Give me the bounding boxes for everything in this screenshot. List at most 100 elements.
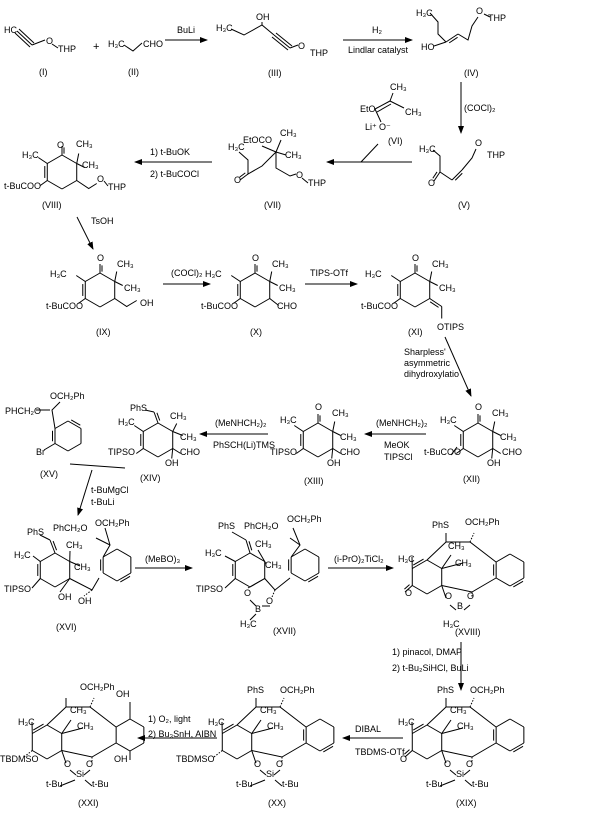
atom-label: CH₃ [432, 259, 449, 269]
atom-label: t-BuCOO [361, 301, 398, 311]
bond [31, 578, 41, 589]
bond [454, 172, 463, 181]
bond [249, 613, 257, 621]
atom-label: OH [140, 298, 154, 308]
bond [332, 448, 341, 454]
bond [236, 706, 307, 728]
reagent-tips-otf: TIPS-OTf [310, 268, 348, 278]
compound-label-i: (I) [39, 67, 48, 77]
atom-label: H₃C [365, 269, 382, 279]
atom-label: O [475, 138, 482, 148]
atom-label: CH₃ [390, 82, 407, 92]
bond [257, 549, 266, 562]
bond [404, 585, 413, 593]
atom-label: OCH₂Ph [465, 517, 500, 527]
reagent-sharpless-3: dihydroxylatio [404, 369, 459, 379]
bond [54, 420, 69, 429]
atom-label: t-BuCOO [4, 181, 41, 191]
bond [461, 148, 477, 171]
reagent-ipro-ticl2: (i-PrO)₂TiCl₂ [334, 554, 384, 564]
bond [271, 589, 276, 598]
bond [85, 298, 101, 308]
reagent-diamine-2: (MeNHCH₂)₂ [215, 418, 267, 428]
atom-label: THP [310, 48, 328, 58]
bond [290, 572, 306, 582]
bond [426, 541, 497, 563]
bond [248, 541, 253, 551]
atom-label: O [46, 36, 53, 46]
bond [231, 531, 247, 541]
bond [412, 558, 424, 566]
bond [271, 36, 289, 51]
bond [392, 298, 401, 304]
bond [83, 769, 91, 776]
bond [303, 448, 319, 458]
atom-label: CH₃ [260, 705, 277, 715]
atom-label: THP [308, 178, 326, 188]
bond [513, 745, 524, 753]
bond [40, 552, 56, 562]
compound-label-xii: (XII) [463, 474, 480, 484]
bond [509, 742, 525, 752]
atom-label: CH₃ [332, 408, 349, 418]
bond [143, 422, 159, 432]
atom-label: H₃C [419, 144, 436, 154]
bond [449, 769, 457, 776]
bond [449, 604, 457, 611]
bond [454, 425, 464, 432]
atom-label: OCH₂Ph [95, 518, 130, 528]
bond [18, 28, 35, 44]
atom-label: O [97, 174, 104, 184]
bond [319, 718, 335, 728]
bond [432, 171, 438, 179]
bond [46, 724, 62, 734]
bond [251, 750, 257, 764]
atom-label: O [57, 140, 64, 150]
atom-label: H₃C [14, 550, 31, 560]
bond [495, 742, 511, 752]
reagent-oxalyl-chloride-2: (COCl)₂ [171, 268, 203, 278]
bond [51, 43, 59, 49]
atom-label: O [266, 596, 273, 606]
bond [251, 727, 274, 734]
bond [129, 718, 145, 728]
atom-label: B [457, 601, 463, 611]
reagent-tipscl: TIPSCl [384, 452, 413, 462]
atom-label: THP [488, 13, 506, 23]
atom-label: CHO [180, 447, 200, 457]
bond [429, 298, 442, 307]
atom-label: PhS [27, 527, 44, 537]
bond [61, 742, 117, 758]
reagent-tbuok: 1) t-BuOK [150, 147, 190, 157]
bond [305, 718, 321, 728]
bond [301, 177, 309, 184]
reagent-o2-light: 1) O₂, light [148, 714, 191, 724]
bond [495, 553, 511, 563]
bond [463, 422, 479, 432]
bond [116, 548, 132, 558]
bond [61, 727, 84, 734]
bond [69, 769, 77, 776]
atom-label: t-Bu [92, 779, 109, 789]
compound-label-xix: (XIX) [456, 798, 477, 808]
atom-label: H₃C [216, 23, 233, 33]
bond [54, 443, 69, 452]
atom-label: H₃C [398, 554, 415, 564]
bond [89, 697, 95, 708]
atom-label: CHO [340, 447, 360, 457]
compound-labels: (I) (II) (III) (IV) (V) (VI) (VII) (VIII… [39, 67, 481, 808]
bond [222, 750, 238, 760]
bond [236, 750, 252, 760]
atom-label: CHO [143, 39, 163, 49]
bond [156, 412, 161, 421]
atom-label: THP [487, 150, 505, 160]
bond [492, 448, 501, 454]
bond [414, 298, 430, 308]
atom-label: O [475, 402, 482, 412]
compound-label-xviii: (XVIII) [455, 627, 481, 637]
atom-label: H₃C [240, 619, 257, 629]
bond [99, 272, 115, 282]
bond [469, 532, 475, 543]
